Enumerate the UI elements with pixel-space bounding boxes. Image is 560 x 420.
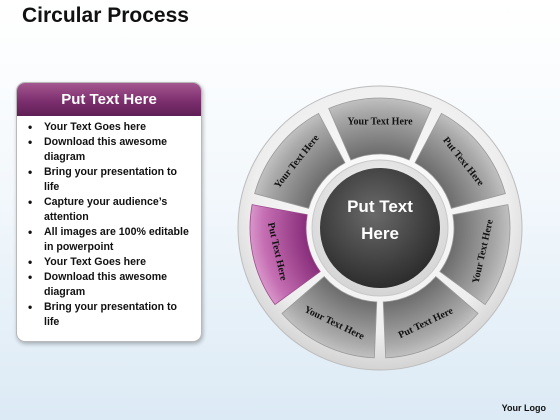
segment: [382, 276, 479, 359]
bullet-item: Your Text Goes here: [28, 255, 195, 270]
bullet-item: Capture your audience’s attention: [28, 195, 195, 225]
segment: [281, 276, 378, 359]
center-label-line2: Here: [361, 224, 399, 243]
panel-header: Put Text Here: [17, 83, 201, 116]
bullet-item: All images are 100% editable in powerpoi…: [28, 225, 195, 255]
bullet-item: Bring your presentation to life: [28, 300, 195, 330]
page-title: Circular Process: [22, 4, 189, 27]
text-panel: Put Text Here Your Text Goes here Downlo…: [16, 82, 202, 342]
bullet-item: Download this awesome diagram: [28, 135, 195, 165]
bullet-item: Your Text Goes here: [28, 120, 195, 135]
center-label-line1: Put Text: [347, 197, 413, 216]
segment-highlighted: [249, 204, 321, 306]
segment-label: Your Text Here: [347, 116, 413, 127]
logo-text: Your Logo: [501, 403, 546, 413]
segment: [439, 204, 511, 306]
center-circle: [320, 168, 440, 288]
bullet-item: Bring your presentation to life: [28, 165, 195, 195]
bullet-list: Your Text Goes here Download this awesom…: [17, 116, 201, 330]
segment: [254, 112, 346, 209]
segment: [328, 97, 432, 161]
bullet-item: Download this awesome diagram: [28, 270, 195, 300]
segment: [414, 112, 506, 209]
